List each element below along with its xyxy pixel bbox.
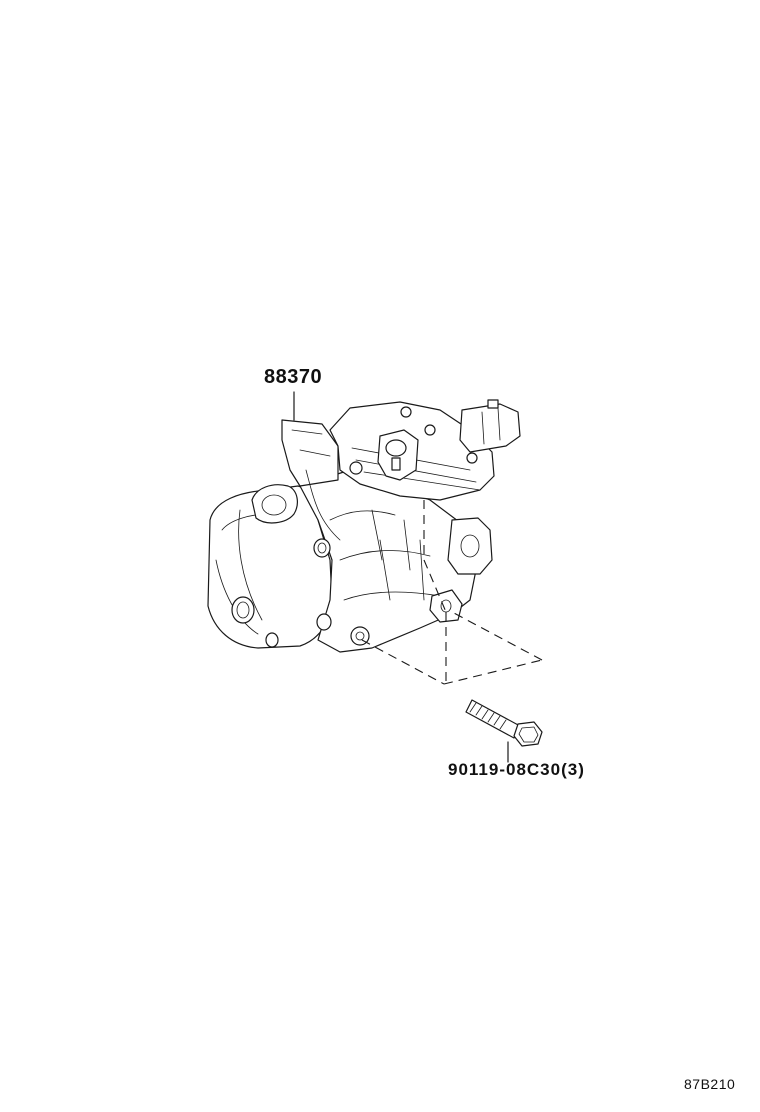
- ac-compressor-illustration[interactable]: [207, 399, 521, 653]
- diagram-reference-code: 87B210: [684, 1076, 736, 1092]
- bolt-illustration[interactable]: [465, 699, 543, 747]
- mounting-reference-lines: [361, 500, 543, 685]
- compressor-part-number-label[interactable]: 88370: [264, 366, 323, 388]
- bolt-part-number-label[interactable]: 90119-08C30(3): [448, 760, 585, 779]
